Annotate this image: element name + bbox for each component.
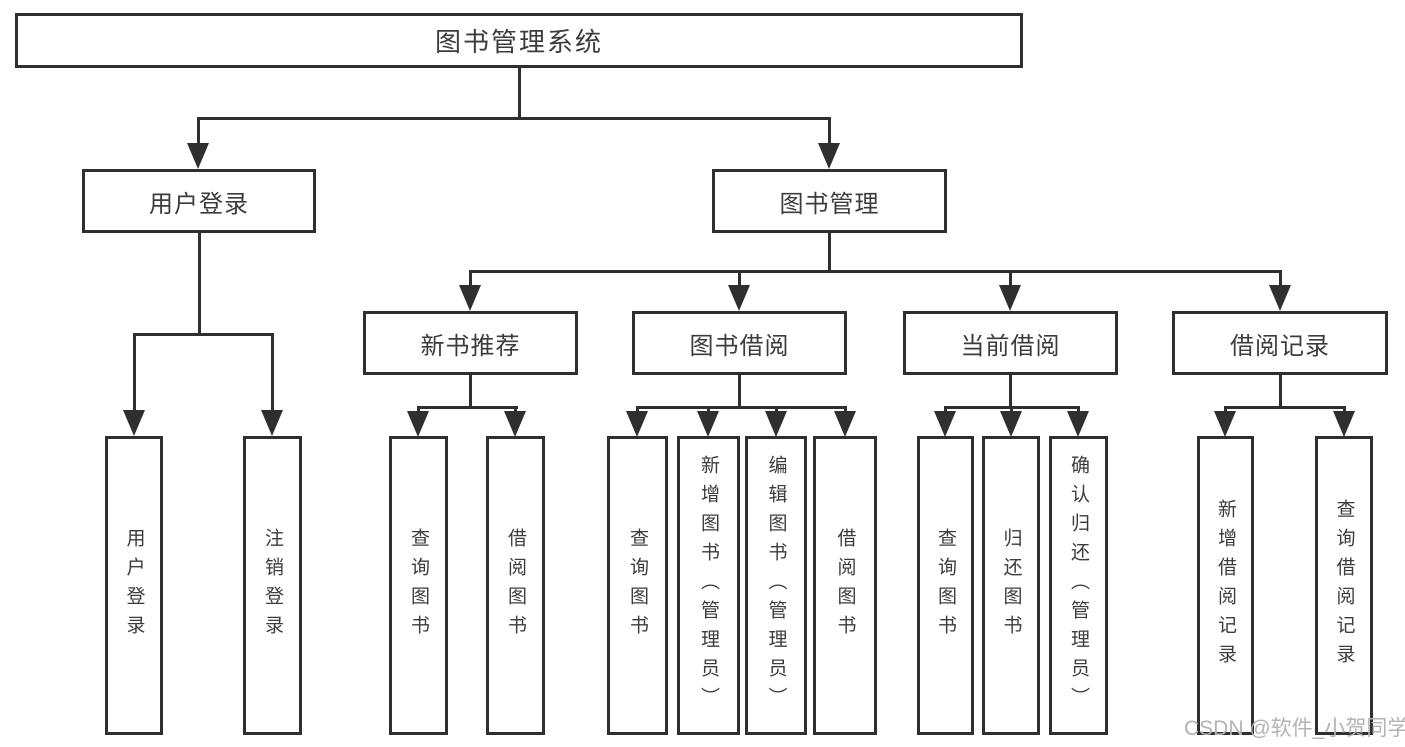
connector-line: [1009, 375, 1012, 408]
leaf-edit-book-admin: 编辑图书（管理员）: [745, 436, 807, 735]
arrow-down-icon: [261, 410, 283, 436]
watermark: CSDN @软件_小贺同学: [1184, 717, 1405, 740]
arrow-down-icon: [999, 285, 1021, 311]
node-library-management-system: 图书管理系统: [15, 13, 1023, 68]
connector-line: [197, 117, 200, 147]
leaf-borrow-books-recommend: 借阅图书: [486, 436, 545, 735]
connector-line: [469, 270, 472, 288]
connector-line: [469, 270, 1282, 273]
connector-line: [636, 406, 847, 409]
connector-line: [198, 233, 201, 336]
connector-line: [417, 406, 518, 409]
leaf-borrow-books: 借阅图书: [813, 436, 877, 735]
arrow-down-icon: [1000, 411, 1022, 437]
connector-line: [133, 333, 136, 413]
arrow-down-icon: [697, 411, 719, 437]
arrow-down-icon: [834, 411, 856, 437]
connector-line: [197, 117, 831, 120]
connector-line: [738, 270, 741, 288]
leaf-user-login: 用户登录: [105, 436, 163, 735]
leaf-return-book: 归还图书: [982, 436, 1040, 735]
connector-line: [518, 67, 521, 119]
leaf-query-books-recommend: 查询图书: [389, 436, 448, 735]
node-book-borrow: 图书借阅: [632, 311, 847, 375]
connector-line: [133, 333, 274, 336]
connector-line: [1279, 270, 1282, 288]
arrow-down-icon: [1214, 411, 1236, 437]
leaf-confirm-return-admin: 确认归还（管理员）: [1049, 436, 1108, 735]
connector-line: [1009, 270, 1012, 288]
arrow-down-icon: [187, 143, 209, 169]
node-new-book-recommend: 新书推荐: [363, 311, 578, 375]
leaf-query-borrow-record: 查询借阅记录: [1315, 436, 1373, 735]
connector-line: [1224, 406, 1345, 409]
leaf-logout: 注销登录: [243, 436, 302, 735]
arrow-down-icon: [765, 411, 787, 437]
arrow-down-icon: [728, 285, 750, 311]
node-current-borrow: 当前借阅: [903, 311, 1118, 375]
connector-line: [469, 375, 472, 408]
arrow-down-icon: [1333, 411, 1355, 437]
arrow-down-icon: [626, 411, 648, 437]
node-borrow-records: 借阅记录: [1172, 311, 1388, 375]
arrow-down-icon: [407, 411, 429, 437]
leaf-add-book-admin: 新增图书（管理员）: [677, 436, 740, 735]
connector-line: [828, 233, 831, 272]
leaf-query-books-current: 查询图书: [917, 436, 974, 735]
node-user-login: 用户登录: [82, 169, 316, 233]
connector-line: [738, 375, 741, 408]
arrow-down-icon: [1269, 285, 1291, 311]
node-book-management: 图书管理: [712, 169, 947, 233]
arrow-down-icon: [504, 411, 526, 437]
connector-line: [1279, 375, 1282, 408]
arrow-down-icon: [934, 411, 956, 437]
leaf-add-borrow-record: 新增借阅记录: [1197, 436, 1254, 735]
arrow-down-icon: [1067, 411, 1089, 437]
connector-line: [271, 333, 274, 413]
arrow-down-icon: [123, 410, 145, 436]
arrow-down-icon: [459, 285, 481, 311]
arrow-down-icon: [818, 143, 840, 169]
leaf-query-books-borrow: 查询图书: [607, 436, 668, 735]
connector-line: [828, 117, 831, 147]
